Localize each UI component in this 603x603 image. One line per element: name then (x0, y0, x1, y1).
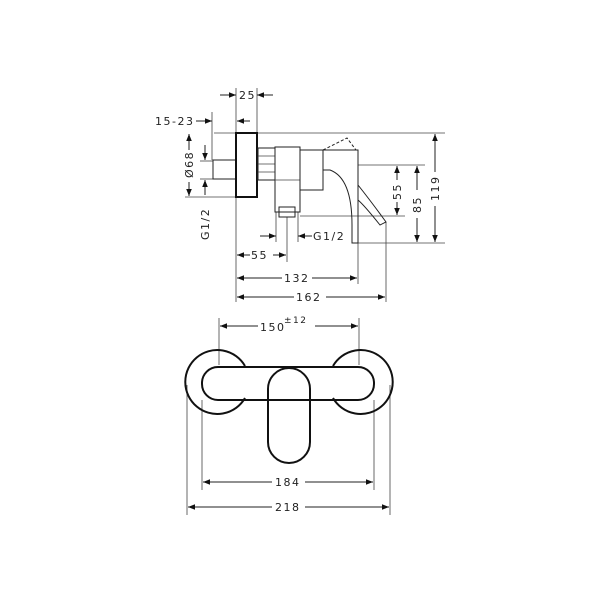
mixer-side-outline (212, 132, 387, 244)
lever-handle (267, 367, 311, 464)
lever (357, 184, 387, 226)
front-view: 150 ±12 184 218 (184, 316, 394, 515)
dim-total-height: 119 (429, 176, 442, 202)
dim-outlet-offset: 55 (251, 249, 268, 262)
dim-body-width: 184 (275, 476, 301, 489)
wall-flange (235, 132, 258, 198)
dim-center-distance: 150 (260, 321, 286, 334)
outlet-nut (278, 206, 296, 218)
left-rosette (184, 349, 246, 415)
dim-outlet-thread: G1/2 (313, 230, 345, 243)
dim-center-distance-tolerance: ±12 (284, 316, 308, 326)
dim-body-depth: 132 (284, 272, 310, 285)
mixer-bar (201, 366, 375, 401)
dim-outlet-height: 85 (411, 196, 424, 213)
side-view: 25 15-23 Ø68 G1/2 G1/2 55 132 162 55 (155, 88, 445, 304)
dim-total-width: 218 (275, 501, 301, 514)
right-rosette (332, 349, 394, 415)
dim-extension: 15-23 (155, 115, 194, 128)
dim-total-depth: 162 (296, 291, 322, 304)
valve-body (274, 146, 301, 213)
dim-flange-depth: 25 (239, 89, 256, 102)
mixer-front-outline (184, 349, 394, 464)
dim-flange-diameter: Ø68 (183, 151, 196, 178)
dim-inlet-thread: G1/2 (199, 208, 212, 240)
dim-spout-height: 55 (391, 183, 404, 200)
inlet-stub (212, 159, 237, 180)
spout-body (322, 149, 359, 244)
